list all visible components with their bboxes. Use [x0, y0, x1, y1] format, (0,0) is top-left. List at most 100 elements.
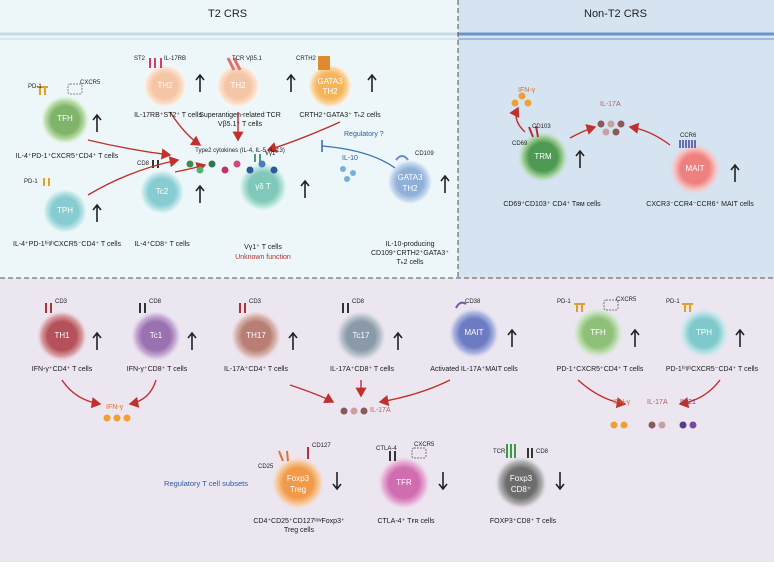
cxcr5-b-marker-label: CXCR5: [414, 442, 435, 448]
gd-description: Vγ1⁺ T cells: [244, 244, 282, 251]
th17-cell: [230, 310, 282, 362]
up-arrow-icons: [92, 73, 450, 222]
th1-cell-text: TH1: [54, 331, 70, 340]
bottom-down-arrows: [332, 472, 565, 491]
pd1-bottom-a-marker-label: PD-1: [557, 299, 571, 305]
tcr-vb51-marker-label: TCR Vβ5.1: [232, 56, 262, 62]
unknown-function-note: Unknown function: [235, 254, 291, 261]
bottom-up-arrows: [92, 328, 745, 350]
treg-description-2: Treg cells: [283, 527, 315, 534]
cd8-marker-label: CD8: [137, 161, 150, 167]
treg-cell-text-1: Foxp3: [286, 474, 310, 483]
ifng-right-label: IFN-γ: [613, 399, 631, 406]
il10-description-2: CD109⁺CRTH2⁺GATA3⁺: [371, 250, 449, 257]
cd109-receptor-icon: [395, 155, 409, 161]
cxcr5-marker-label: CXCR5: [80, 80, 101, 86]
pd1-receptor-icon: [37, 86, 48, 95]
ctla4-marker-label: CTLA-4: [376, 446, 397, 452]
il17a-dots-nont2: [597, 120, 625, 136]
tfr-description: CTLA-4⁺ Tꜰʀ cells: [377, 518, 435, 525]
regulatory-subsets-heading: Regulatory T cell subsets: [164, 479, 248, 488]
t2-arrows: [87, 111, 341, 196]
cd109-marker-label: CD109: [415, 151, 434, 157]
tc17-cell-text: Tc17: [352, 331, 370, 340]
nont2-panel: [458, 0, 774, 278]
cd8-a-marker-label: CD8: [149, 299, 162, 305]
tc1-cell: [130, 310, 182, 362]
cd103-receptor-icon: [528, 125, 539, 138]
t2-crs-title: T2 CRS: [208, 8, 248, 20]
tc17-cell: [335, 310, 387, 362]
treg-cell-text-2: Treg: [289, 485, 307, 494]
tfr-cell: [377, 456, 431, 510]
th17-cell-text: TH17: [246, 331, 266, 340]
gd-t-cell: [237, 161, 289, 213]
th1-description: IFN-γ⁺CD4⁺ T cells: [31, 366, 93, 373]
tc1-cell-text: Tc1: [149, 331, 163, 340]
treg-cell: [271, 456, 325, 510]
tc2-cell-text: Tc2: [155, 187, 169, 196]
th2b-cell-text: TH2: [230, 81, 246, 90]
th1-cell: [36, 310, 88, 362]
foxp3-cd8-cell: [494, 456, 548, 510]
mait-cell-activated: [448, 307, 500, 359]
cxcr5-dashed-icons: [411, 299, 619, 459]
th2-description: IL-17RB⁺ST2⁺ T cells: [134, 112, 202, 119]
ifng-dots-nont2: [511, 92, 532, 107]
tfh-description: IL-4⁺PD-1⁺CXCR5⁺CD4⁺ T cells: [15, 153, 119, 160]
gata3-cell-text: GATA3: [317, 77, 343, 86]
mait-description-nont2: CXCR3⁻CCR4⁻CCR6⁺ MAIT cells: [646, 201, 754, 208]
crth2-marker-label: CRTH2: [296, 56, 316, 62]
il17rb-marker-label: IL-17RB: [164, 56, 187, 62]
pd1-bottom-b-marker-label: PD-1: [666, 299, 680, 305]
tcr-marker-label: TCR: [493, 449, 506, 455]
bottom-receptor-icons: [45, 301, 693, 462]
cd25-marker-label: CD25: [258, 464, 274, 470]
trm-cell: [517, 131, 569, 183]
tc2-description: IL-4⁺CD8⁺ T cells: [134, 241, 190, 248]
tc1-description: IFN-γ⁺CD8⁺ T cells: [126, 366, 188, 373]
ccr6-marker-label: CCR6: [680, 133, 697, 139]
ccr6-receptor-icon: [679, 140, 696, 148]
gata3b-cell-text: GATA3: [397, 173, 423, 182]
il17a-label-nont2: IL-17A: [600, 101, 621, 108]
vg1-receptor-icon: [254, 154, 261, 162]
tph-description-bottom: PD-1ʰⁱᵍʰCXCR5⁻CD4⁺ T cells: [665, 366, 759, 373]
il10-description-3: Tₕ2 cells: [396, 259, 424, 266]
tcr-receptor-icon: [226, 57, 242, 71]
mait-cell-text-nont2: MAIT: [685, 164, 705, 173]
st2-marker-label: ST2: [134, 56, 146, 62]
ifng-left-label: IFN-γ: [106, 404, 124, 411]
cd8treg-cell-text-2: CD8⁺: [510, 485, 532, 494]
nont2-up-arrows: [575, 149, 740, 182]
cd38-marker-label: CD38: [465, 299, 481, 305]
il17a-mid-label: IL-17A: [370, 407, 391, 414]
th2-cell-b: [215, 63, 261, 109]
cd103-marker-label: CD103: [532, 124, 551, 130]
tph-description: IL-4⁺PD-1ʰⁱᵍʰCXCR5⁻CD4⁺ T cells: [13, 241, 121, 248]
regulatory-inhibit-line: [321, 145, 396, 169]
pd1-b-marker-label: PD-1: [24, 179, 38, 185]
il10-description-1: IL-10-producing: [385, 241, 435, 248]
tph-cell-text: TPH: [57, 206, 73, 215]
tfh-cell-text-bottom: TFH: [590, 328, 606, 337]
il10-dots: [340, 166, 356, 182]
st2-receptor-icon: [149, 58, 162, 68]
gata3b-cell-subtext: TH2: [402, 184, 418, 193]
gata3-il10-cell: [386, 158, 434, 206]
cd8-b-marker-label: CD8: [352, 299, 365, 305]
nont2-crs-title: Non-T2 CRS: [584, 8, 647, 20]
tph-cell: [41, 187, 89, 235]
il21-label: IL-21: [680, 399, 696, 406]
crth2-description: CRTH2⁺GATA3⁺ Tₕ2 cells: [299, 112, 381, 119]
tfh-cell: [40, 95, 90, 145]
ifng-label-nont2: IFN-γ: [518, 87, 536, 94]
bottom-cytokine-dots: [103, 407, 697, 429]
cd8-c-marker-label: CD8: [536, 449, 549, 455]
trm-description: CD69⁺CD103⁺ CD4⁺ Tʀᴍ cells: [503, 201, 601, 208]
mait-cell-text-bottom: MAIT: [464, 328, 484, 337]
th2-cell-a: [142, 63, 188, 109]
tph-cell-bottom: [678, 307, 730, 359]
il10-label: IL-10: [342, 155, 358, 162]
